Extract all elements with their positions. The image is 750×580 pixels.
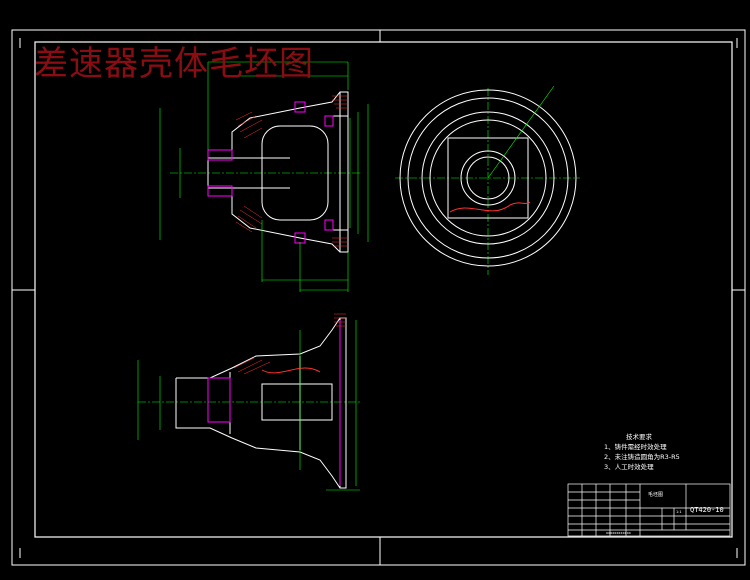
title-block-scale: 1:1 — [676, 510, 682, 514]
tech-req-item-1: 1、铸件需经时效处理 — [604, 443, 667, 451]
side-view — [395, 85, 580, 275]
front-section-view — [159, 61, 369, 292]
title-block — [567, 483, 731, 537]
centering-marks — [12, 30, 745, 565]
outer-frame — [11, 29, 746, 566]
tech-requirements: 技术要求 1、铸件需经时效处理 2、未注铸造圆角为R3-R5 3、人工时效处理 — [604, 432, 680, 472]
title-block-material: QT420-10 — [690, 506, 724, 514]
bottom-view — [137, 313, 360, 491]
tech-requirements-heading: 技术要求 — [626, 433, 652, 441]
title-block-part-name: 毛坯图 — [648, 492, 664, 498]
tech-req-item-3: 3、人工时效处理 — [604, 463, 654, 471]
tech-req-item-2: 2、未注铸造圆角为R3-R5 — [604, 453, 680, 461]
title-block-school: xxxxxxxxxxxx — [606, 531, 631, 535]
